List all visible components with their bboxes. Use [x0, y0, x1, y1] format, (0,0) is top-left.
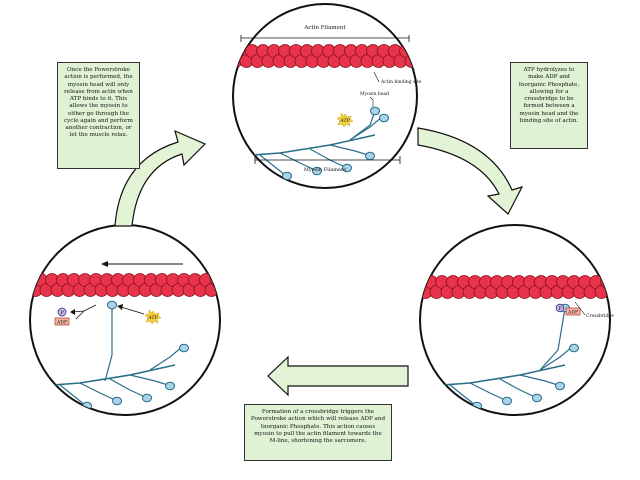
atp-burst-left: ATP [144, 309, 162, 325]
adp-label-left: ADP [56, 320, 67, 326]
actin-bead [215, 283, 220, 297]
myosin-crossbridge-arm [104, 305, 113, 382]
myosin-filament-top [233, 106, 389, 181]
actin-filament-left [30, 273, 220, 297]
myosin-branch [79, 382, 116, 401]
cycle-arrow-to-stage-2 [417, 127, 524, 215]
myosin-head-attached [370, 106, 380, 116]
note-atp-hydrolysis: ATP hydrolyzes to make ADP and Inorganic… [510, 62, 588, 149]
myosin-head-attached [107, 300, 117, 310]
stage-2-circle [419, 224, 611, 416]
myosin-branch [469, 382, 506, 401]
actin-binding-site-label: Actin binding site [380, 79, 422, 85]
actin-bead [233, 44, 237, 58]
adp-right: ADP [565, 307, 581, 316]
myosin-head [532, 393, 542, 403]
actin-bead [410, 44, 417, 58]
myosin-branch [329, 144, 369, 156]
phosphate-left: P [57, 307, 67, 317]
myosin-head-pointer [369, 96, 374, 107]
actin-filament-label: Actin Filament [303, 25, 346, 31]
myosin-branch [279, 152, 316, 171]
atp-approach-arrow [120, 306, 145, 315]
actin-binding-site-pointer [373, 71, 380, 83]
myosin-filament-label: Myosin Filament [304, 167, 347, 173]
myosin-branch [259, 154, 286, 176]
actin-bead [210, 273, 220, 287]
atp-label-top: ATP [339, 118, 350, 124]
note-powerstroke: Formation of a crossbridge triggers the … [244, 404, 392, 461]
myosin-head [502, 396, 512, 406]
actin-bead [420, 275, 427, 289]
myosin-head [342, 163, 352, 173]
actin-bead [30, 273, 37, 287]
myosin-head [142, 393, 152, 403]
release-arrow-2 [75, 310, 85, 320]
release-arrowhead [70, 309, 75, 315]
actin-bead [415, 54, 417, 68]
myosin-branch [499, 378, 536, 398]
myosin-crossbridge-arm [349, 110, 376, 141]
atp-approach-arrowhead [117, 304, 123, 310]
actin-bead [404, 54, 417, 68]
phosphate-right: P [555, 303, 565, 313]
myosin-branch [149, 346, 183, 371]
actin-filament-right [420, 275, 610, 299]
note-atp-release: Once the Powerstroke action is performed… [57, 62, 140, 169]
myosin-branch [129, 374, 169, 386]
actin-movement-arrowhead [101, 261, 108, 267]
myosin-head [179, 343, 189, 353]
myosin-head [555, 381, 565, 391]
atp-burst-top: ATP [336, 112, 354, 128]
cycle-arrow-to-stage-1 [114, 129, 207, 227]
myosin-branch [449, 384, 476, 406]
myosin-head-label: Myosin head [360, 91, 389, 97]
atp-label-left: ATP [147, 315, 158, 321]
myosin-head [312, 166, 322, 176]
myosin-head [112, 396, 122, 406]
adp-label-right: ADP [567, 310, 578, 316]
myosin-branch [519, 374, 559, 386]
myosin-head [365, 151, 375, 161]
adp-left: ADP [54, 317, 70, 326]
myosin-branch [59, 384, 86, 406]
actin-filament-top [233, 44, 417, 68]
myosin-branch [539, 346, 573, 371]
myosin-head [165, 381, 175, 391]
myosin-branch [109, 378, 146, 398]
phosphate-label-right: P [558, 306, 562, 312]
myosin-head [569, 343, 579, 353]
myosin-crossbridge-arm [539, 307, 566, 371]
cycle-arrow-to-stage-3 [267, 355, 409, 397]
phosphate-label-left: P [60, 310, 64, 316]
myosin-head [379, 113, 389, 123]
crossbridge-label: Crossbridge [586, 313, 614, 319]
crossbridge-pointer [574, 301, 586, 316]
